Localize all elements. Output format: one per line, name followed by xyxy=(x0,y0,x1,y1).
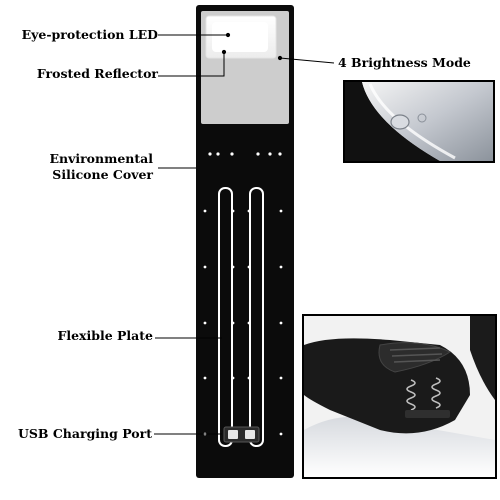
clip-spring-left xyxy=(406,379,416,411)
spring-coil xyxy=(406,379,416,411)
leader-brightness-end xyxy=(277,55,283,61)
dot xyxy=(203,209,207,213)
brightness-inset-silver-body xyxy=(362,82,493,161)
dot xyxy=(247,265,251,269)
usb-port-pin xyxy=(228,430,238,439)
leader-lines xyxy=(154,32,335,435)
usb-port-pin xyxy=(245,430,255,439)
flexible-plate-slot-left xyxy=(218,187,233,447)
dot xyxy=(230,152,234,156)
dot xyxy=(247,209,251,213)
leader-brightness xyxy=(279,57,335,64)
label-silicone-cover: Environmental Silicone Cover xyxy=(8,151,153,183)
button-dots xyxy=(208,152,282,156)
dot xyxy=(268,152,272,156)
brightness-button xyxy=(390,114,410,130)
brightness-inset-dark-edge xyxy=(345,82,440,161)
dot xyxy=(279,209,283,213)
brightness-inset xyxy=(343,80,495,163)
clip-grip-ridges xyxy=(389,347,443,363)
dot xyxy=(247,321,251,325)
clip-base xyxy=(304,416,495,477)
book-light xyxy=(196,5,294,478)
leader-reflector xyxy=(158,52,225,77)
led-inner-glow xyxy=(212,22,268,52)
dot xyxy=(203,265,207,269)
dot xyxy=(247,376,251,380)
spring-coil xyxy=(431,377,441,409)
plate-dots xyxy=(203,209,283,436)
dot xyxy=(231,321,235,325)
label-silicone-line-1: Environmental xyxy=(49,151,153,166)
label-silicone-line-2: Silicone Cover xyxy=(52,167,153,182)
dot xyxy=(256,152,260,156)
clip-dark-arm xyxy=(470,316,495,400)
power-icon xyxy=(417,113,427,123)
label-brightness-mode: 4 Brightness Mode xyxy=(338,55,471,70)
dot xyxy=(231,209,235,213)
dot xyxy=(231,376,235,380)
dot xyxy=(279,432,283,436)
dot xyxy=(279,321,283,325)
flexible-plate-slot-right xyxy=(249,187,264,447)
leader-reflector-end xyxy=(221,49,227,55)
usb-charging-port xyxy=(223,426,260,443)
clip-inset xyxy=(302,314,497,479)
dot xyxy=(208,152,212,156)
label-usb-charging-port: USB Charging Port xyxy=(18,426,152,441)
dot xyxy=(279,265,283,269)
label-eye-protection-led: Eye-protection LED xyxy=(21,27,158,42)
dot xyxy=(216,152,220,156)
clip-hinge xyxy=(405,410,450,418)
dot xyxy=(279,376,283,380)
dot xyxy=(203,321,207,325)
dot xyxy=(231,265,235,269)
clip-spring-right xyxy=(431,377,441,409)
dot xyxy=(203,376,207,380)
label-frosted-reflector: Frosted Reflector xyxy=(36,66,158,81)
dot xyxy=(278,152,282,156)
label-flexible-plate: Flexible Plate xyxy=(57,328,153,343)
leader-led-end xyxy=(225,32,231,38)
